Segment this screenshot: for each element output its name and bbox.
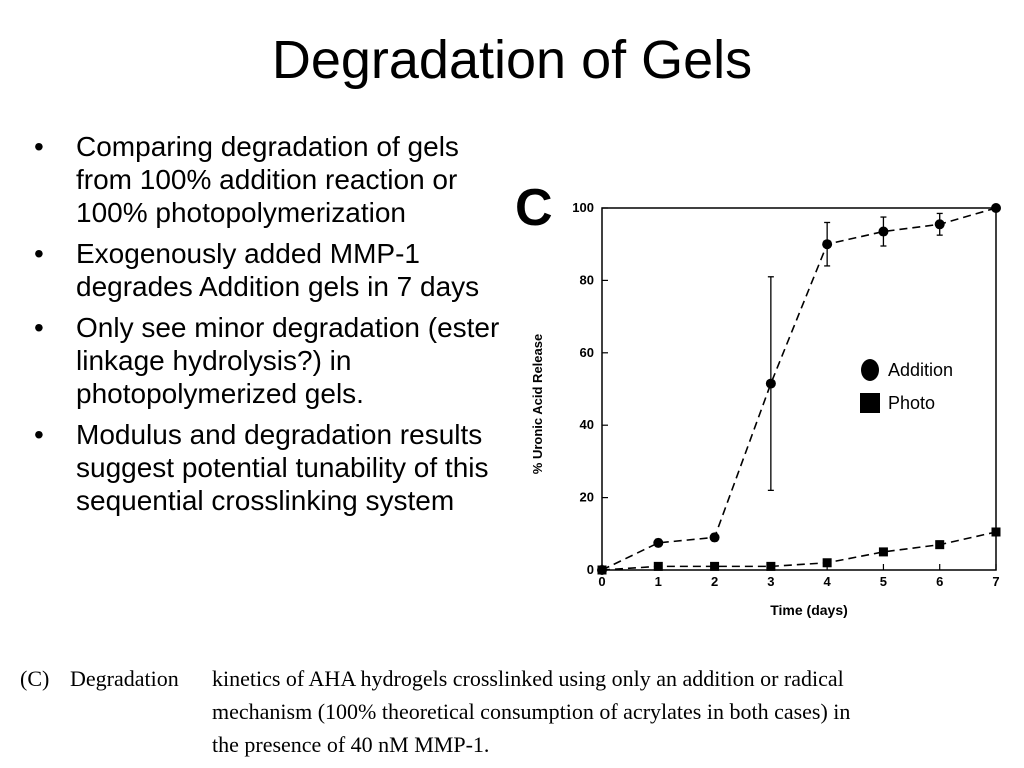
bullet-text: Comparing degradation of gels from 100% … xyxy=(76,131,459,228)
y-tick-label: 0 xyxy=(587,562,594,577)
data-point-addition xyxy=(991,203,1001,213)
y-tick-label: 60 xyxy=(580,345,594,360)
legend-label-addition: Addition xyxy=(888,360,953,380)
x-tick-label: 0 xyxy=(598,574,605,589)
data-point-photo xyxy=(653,561,663,571)
x-tick-label: 2 xyxy=(711,574,718,589)
bullet-item: • Modulus and degradation results suggest… xyxy=(32,418,512,517)
x-tick-label: 4 xyxy=(824,574,832,589)
data-point-addition xyxy=(822,239,833,250)
data-point-photo xyxy=(597,565,607,575)
x-tick-label: 7 xyxy=(992,574,999,589)
bullet-item: • Only see minor degradation (ester linka… xyxy=(32,311,512,410)
plot-frame xyxy=(601,207,997,571)
series-line-addition xyxy=(601,207,997,571)
data-point-addition xyxy=(765,378,776,389)
caption-line-1: kinetics of AHA hydrogels crosslinked us… xyxy=(212,666,844,691)
bullet-item: • Comparing degradation of gels from 100%… xyxy=(32,130,512,229)
figure-caption: (C) Degradation kinetics of AHA hydrogel… xyxy=(20,662,1020,761)
caption-label: (C) xyxy=(20,666,50,691)
slide-title: Degradation of Gels xyxy=(271,30,753,90)
caption-line-2: mechanism (100% theoretical consumption … xyxy=(212,699,851,724)
bullet-item: • Exogenously added MMP-1 degrades Additi… xyxy=(32,237,512,303)
legend-marker-addition xyxy=(861,359,879,381)
data-point-photo xyxy=(766,561,776,571)
bullet-text: Exogenously added MMP-1 degrades Additio… xyxy=(76,238,480,302)
x-tick-label: 3 xyxy=(767,574,774,589)
data-point-photo xyxy=(935,540,945,550)
legend-marker-photo xyxy=(860,393,880,413)
bullet-marker: • xyxy=(34,131,44,162)
caption-line-3: the presence of 40 nM MMP-1. xyxy=(212,732,490,757)
data-point-addition xyxy=(878,226,889,237)
series-line-photo xyxy=(601,531,997,571)
bullet-text: Only see minor degradation (ester linkag… xyxy=(76,312,500,409)
figure-panel-letter: C xyxy=(515,179,553,237)
y-axis-label: % Uronic Acid Release xyxy=(530,334,545,474)
bullet-marker: • xyxy=(34,238,44,269)
y-tick-label: 80 xyxy=(580,272,594,287)
caption-lead: Degradation xyxy=(70,666,179,691)
bullet-text: Modulus and degradation results suggest … xyxy=(76,419,489,516)
y-tick-label: 40 xyxy=(580,417,594,432)
x-axis-label: Time (days) xyxy=(770,602,848,618)
data-point-photo xyxy=(822,558,832,568)
data-point-photo xyxy=(991,527,1001,537)
y-tick-label: 100 xyxy=(572,200,594,215)
data-point-photo xyxy=(710,561,720,571)
data-point-addition xyxy=(709,532,720,543)
bullet-list: • Comparing degradation of gels from 100%… xyxy=(32,130,512,525)
x-tick-label: 5 xyxy=(880,574,887,589)
x-tick-label: 6 xyxy=(936,574,943,589)
data-point-addition xyxy=(934,219,945,230)
bullet-marker: • xyxy=(34,419,44,450)
bullet-marker: • xyxy=(34,312,44,343)
y-tick-label: 20 xyxy=(580,490,594,505)
data-point-addition xyxy=(653,537,664,548)
x-tick-label: 1 xyxy=(655,574,662,589)
legend-label-photo: Photo xyxy=(888,393,935,413)
data-point-photo xyxy=(878,547,888,557)
